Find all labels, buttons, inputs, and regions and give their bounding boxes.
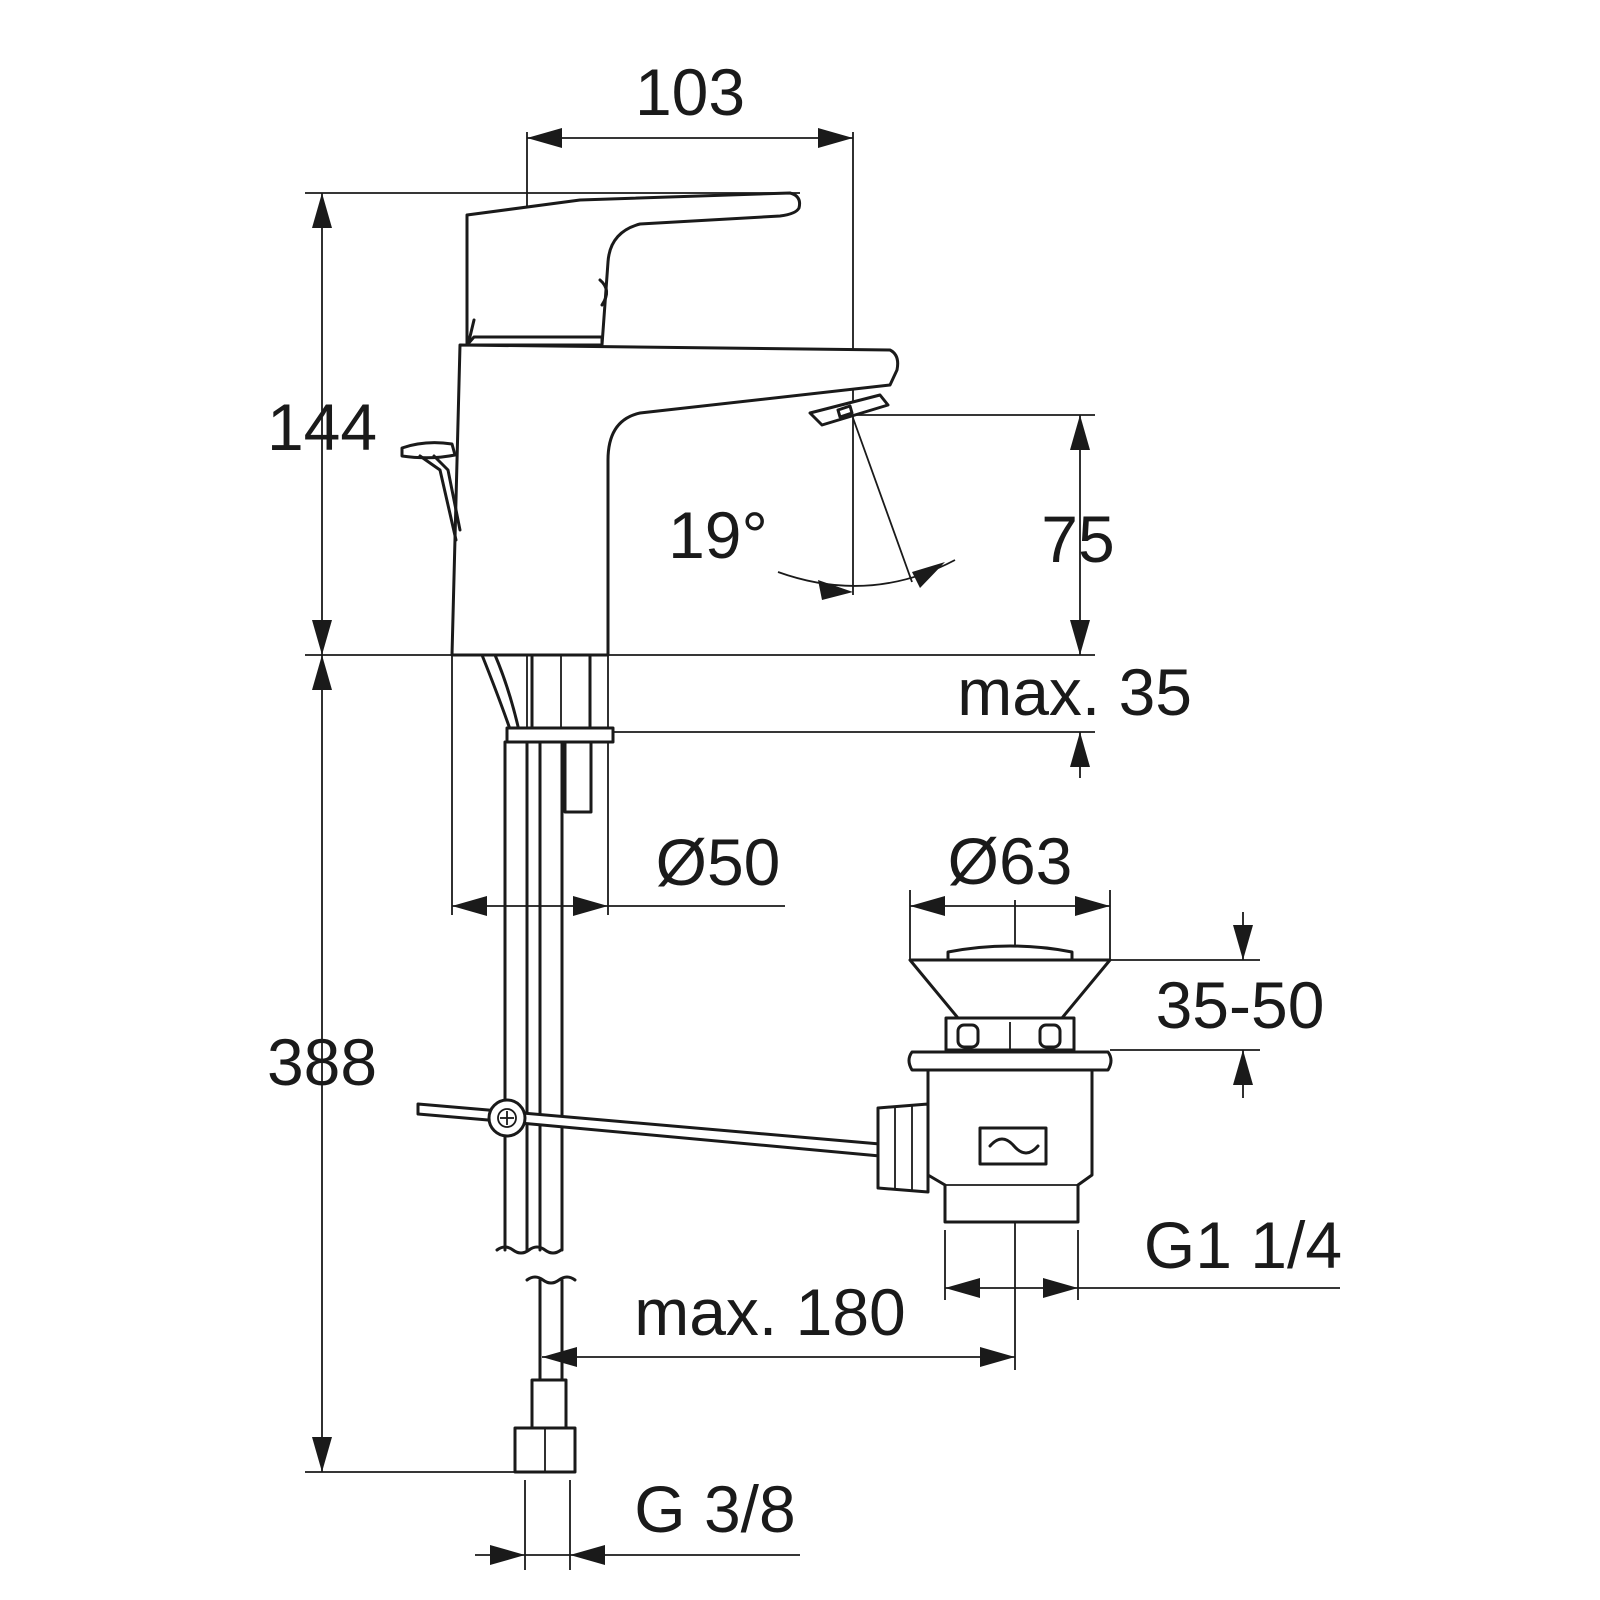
dim-rod-reach: max. 180 <box>634 1275 905 1349</box>
waste-valve <box>876 944 1113 1224</box>
popup-knob <box>400 441 457 460</box>
fixing-nut <box>505 726 615 744</box>
dim-hose-length: 388 <box>267 1025 377 1099</box>
dim-total-height: 144 <box>267 390 377 464</box>
waste-flange <box>908 958 1112 1020</box>
dim-spout-height: 75 <box>1041 502 1114 576</box>
popup-rod <box>416 1098 882 1158</box>
faucet <box>400 191 900 1474</box>
fixing-stud <box>563 740 593 814</box>
hose-ferrule <box>530 1378 568 1430</box>
dim-waste-diameter: Ø63 <box>948 824 1073 898</box>
lever-cartridge <box>465 335 604 347</box>
dim-base-diameter: Ø50 <box>656 825 781 899</box>
pivot-housing <box>876 1102 930 1194</box>
lever-handle <box>465 191 802 347</box>
dim-spout-reach: 103 <box>635 55 745 129</box>
dim-max-deck-thickness: max. 35 <box>957 655 1192 729</box>
dimension-lines <box>312 128 1340 1565</box>
dim-waste-adjustment: 35-50 <box>1156 968 1325 1042</box>
waste-locknut <box>907 1050 1113 1072</box>
faucet-body <box>450 343 900 657</box>
dim-connection-thread: G 3/8 <box>634 1472 795 1546</box>
dimension-labels: 103 144 75 19° max. 35 Ø50 388 Ø63 35-50… <box>267 55 1342 1546</box>
aerator <box>808 393 890 427</box>
supply-hose <box>503 740 564 1252</box>
waste-plug <box>946 944 1074 962</box>
dim-spout-angle: 19° <box>668 498 768 572</box>
dim-waste-thread: G1 1/4 <box>1144 1208 1342 1282</box>
